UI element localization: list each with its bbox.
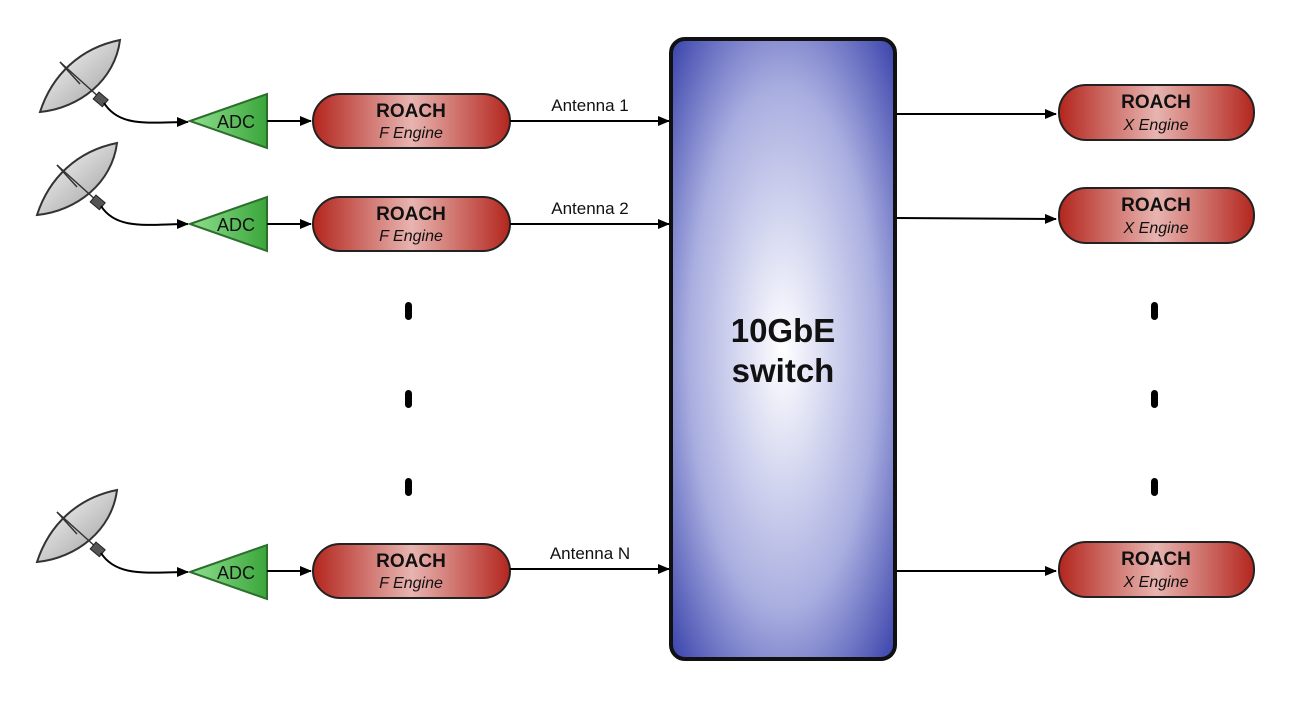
- link-label: Antenna N: [550, 544, 630, 563]
- roach-subtitle: X Engine: [1123, 220, 1189, 237]
- roach-title: ROACH: [1121, 549, 1191, 570]
- ellipsis-left: [405, 302, 412, 496]
- satellite-dish-icon: [35, 141, 119, 217]
- switch-label-line2: switch: [732, 352, 835, 389]
- ethernet-switch: 10GbE switch: [669, 37, 897, 661]
- x-engine-row-1: ROACH X Engine: [897, 84, 1255, 141]
- ellipsis-right: [1151, 302, 1158, 496]
- switch-label-line1: 10GbE: [731, 312, 836, 349]
- roach-subtitle: F Engine: [379, 575, 443, 592]
- x-engine-row-n: ROACH X Engine: [897, 541, 1255, 598]
- f-engine-row-n: ADC ROACH F Engine Antenna N: [35, 488, 670, 601]
- adc-label: ADC: [217, 112, 255, 132]
- roach-title: ROACH: [376, 551, 446, 572]
- roach-x-engine: ROACH X Engine: [1058, 541, 1255, 598]
- link-label: Antenna 1: [551, 96, 629, 115]
- roach-title: ROACH: [376, 204, 446, 225]
- adc-label: ADC: [217, 215, 255, 235]
- f-engine-row-1: ADC ROACH F Engine Antenna 1: [38, 38, 670, 150]
- roach-f-engine: ROACH F Engine: [312, 93, 511, 149]
- roach-subtitle: F Engine: [379, 125, 443, 142]
- roach-subtitle: X Engine: [1123, 574, 1189, 591]
- adc-block: ADC: [186, 92, 268, 150]
- adc-block: ADC: [186, 543, 268, 601]
- satellite-dish-icon: [35, 488, 119, 564]
- roach-f-engine: ROACH F Engine: [312, 196, 511, 252]
- roach-x-engine: ROACH X Engine: [1058, 84, 1255, 141]
- roach-title: ROACH: [1121, 195, 1191, 216]
- link-label: Antenna 2: [551, 199, 629, 218]
- roach-subtitle: X Engine: [1123, 117, 1189, 134]
- adc-block: ADC: [186, 195, 268, 253]
- f-engine-row-2: ADC ROACH F Engine Antenna 2: [35, 141, 670, 253]
- satellite-dish-icon: [38, 38, 122, 114]
- adc-label: ADC: [217, 563, 255, 583]
- roach-title: ROACH: [1121, 92, 1191, 113]
- roach-title: ROACH: [376, 101, 446, 122]
- roach-subtitle: F Engine: [379, 228, 443, 245]
- x-engine-row-2: ROACH X Engine: [896, 187, 1255, 244]
- roach-x-engine: ROACH X Engine: [1058, 187, 1255, 244]
- roach-f-engine: ROACH F Engine: [312, 543, 511, 599]
